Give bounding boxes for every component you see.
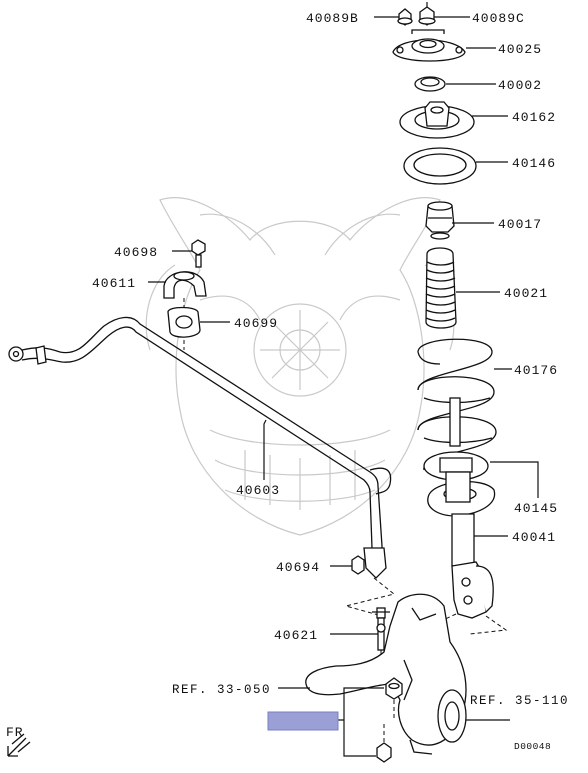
bushing-40699[interactable] (167, 306, 201, 338)
label-40694: 40694 (276, 560, 320, 575)
label-40002: 40002 (498, 78, 542, 93)
label-40089c: 40089C (472, 11, 525, 26)
arrow-down-left-icon (7, 733, 31, 757)
stabilizer-bar-40603[interactable] (8, 316, 392, 579)
knuckle-nut-lower[interactable] (376, 742, 392, 763)
label-40146: 40146 (512, 156, 556, 171)
steering-knuckle[interactable] (305, 593, 467, 755)
label-40603: 40603 (236, 483, 280, 498)
label-40021: 40021 (504, 286, 548, 301)
nut-40089b[interactable] (397, 8, 413, 26)
direction-label: FR (6, 725, 24, 740)
label-40145: 40145 (514, 501, 558, 516)
bolt-40698[interactable] (191, 239, 206, 268)
knuckle-nut-upper[interactable] (385, 677, 403, 700)
label-40621: 40621 (274, 628, 318, 643)
guide-knuckle-bolts (383, 700, 395, 742)
bracket-connector (338, 687, 384, 757)
bump-stopper-40017[interactable] (425, 201, 455, 240)
label-ref-33-050: REF. 33-050 (172, 683, 271, 697)
label-ref-35-110: REF. 35-110 (470, 694, 569, 708)
label-40025: 40025 (498, 42, 542, 57)
label-40176: 40176 (514, 363, 558, 378)
diagram-code: D00048 (514, 741, 551, 752)
guide-link (344, 577, 396, 617)
coil-spring-40176[interactable] (417, 338, 497, 471)
front-direction-indicator: FR (6, 725, 31, 757)
strut-mount-40025[interactable] (392, 29, 466, 62)
spring-seat-upper-40162[interactable] (399, 101, 475, 139)
bracket-40611[interactable] (163, 271, 207, 299)
nut-40694[interactable] (351, 555, 365, 575)
label-40089b: 40089B (306, 11, 359, 26)
nut-40089c[interactable] (418, 2, 436, 26)
label-40162: 40162 (512, 110, 556, 125)
label-40699: 40699 (234, 316, 278, 331)
label-40698: 40698 (114, 245, 158, 260)
label-40017: 40017 (498, 217, 542, 232)
label-40041: 40041 (512, 530, 556, 545)
label-40611: 40611 (92, 276, 136, 291)
highlight-box[interactable] (267, 711, 339, 731)
leader-lines (148, 16, 539, 721)
dust-boot-40021[interactable] (425, 247, 457, 329)
bearing-40002[interactable] (414, 76, 446, 92)
strut-assembly-40041[interactable] (445, 471, 494, 619)
spring-pad-40146[interactable] (403, 147, 477, 185)
